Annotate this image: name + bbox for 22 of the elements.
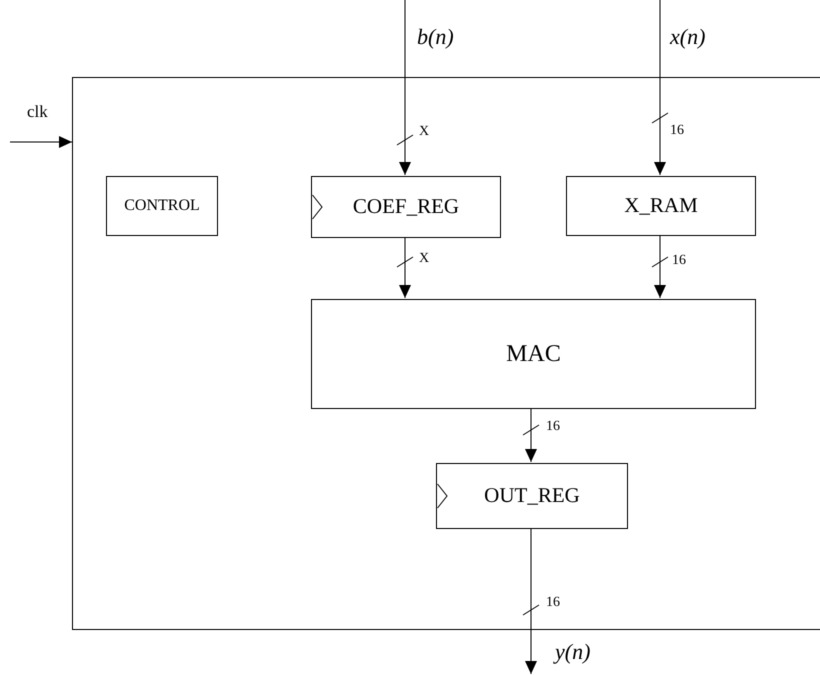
arrow — [399, 236, 411, 298]
signal-label: y(n) — [553, 641, 592, 663]
signal-label: clk — [25, 103, 50, 120]
register-block — [106, 176, 218, 236]
block-label: OUT_REG — [484, 482, 580, 510]
arrow — [10, 136, 72, 148]
mac-block — [311, 299, 756, 409]
register-block — [311, 176, 501, 238]
register-block — [436, 463, 628, 529]
arrow — [654, 234, 666, 298]
arrow — [399, 0, 411, 176]
block-label: CONTROL — [124, 196, 200, 216]
signal-label: x(n) — [668, 26, 708, 48]
block-label: X_RAM — [624, 192, 698, 220]
block-label: MAC — [506, 340, 561, 369]
arrow — [525, 408, 537, 462]
block-label: COEF_REG — [352, 193, 460, 220]
arrow — [654, 0, 666, 176]
system-boundary — [72, 77, 820, 630]
arrow — [525, 528, 537, 674]
register-block — [566, 176, 756, 236]
signal-label: b(n) — [415, 26, 456, 48]
